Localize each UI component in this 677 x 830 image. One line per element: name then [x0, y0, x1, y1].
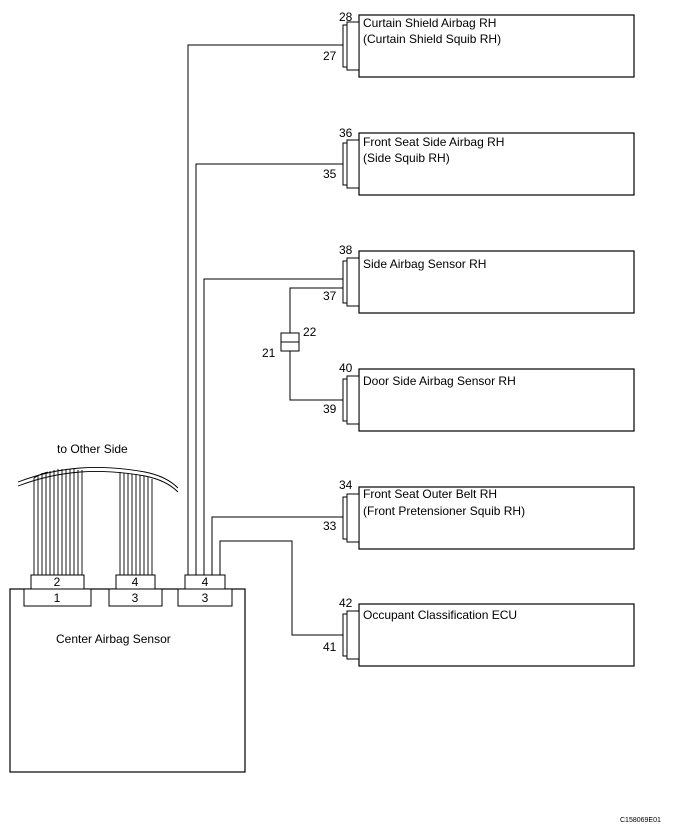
pin-number: 33 [323, 519, 337, 533]
component-label: Occupant Classification ECU [363, 608, 517, 622]
connector-number: 2 [54, 575, 61, 589]
component-label: Door Side Airbag Sensor RH [363, 374, 516, 388]
center-sensor-label: Center Airbag Sensor [56, 632, 171, 646]
connector-number: 3 [132, 591, 139, 605]
pin-number: 28 [339, 10, 353, 24]
component-side-airbag-sensor: Side Airbag Sensor RH 38 37 [323, 243, 635, 314]
diagram-code: C158069E01 [620, 817, 661, 824]
junction-pin-number: 21 [262, 346, 276, 360]
wires [187, 44, 343, 636]
component-sublabel: (Curtain Shield Squib RH) [363, 32, 501, 46]
pin-number: 37 [323, 289, 337, 303]
component-sublabel: (Front Pretensioner Squib RH) [363, 504, 525, 518]
sensor-connector: 2 1 [23, 574, 92, 607]
pin-number: 39 [323, 402, 337, 416]
component-curtain-shield-airbag: Curtain Shield Airbag RH (Curtain Shield… [323, 10, 635, 78]
component-door-side-airbag-sensor: Door Side Airbag Sensor RH 40 39 [323, 361, 635, 432]
harness-bundle [17, 467, 179, 575]
component-label: Front Seat Side Airbag RH [363, 135, 504, 149]
component-occupant-classification-ecu: Occupant Classification ECU 42 41 [323, 596, 635, 667]
junction-pin-number: 22 [303, 325, 317, 339]
component-front-seat-outer-belt: Front Seat Outer Belt RH (Front Pretensi… [323, 478, 635, 550]
connector-number: 4 [132, 575, 139, 589]
pin-number: 38 [339, 243, 353, 257]
sensor-connector: 4 3 [108, 574, 163, 607]
component-label: Curtain Shield Airbag RH [363, 16, 496, 30]
center-airbag-sensor: Center Airbag Sensor 2 1 4 3 4 3 [9, 574, 246, 773]
junction-connector: 22 21 [262, 325, 317, 360]
pin-number: 42 [339, 596, 353, 610]
connector-number: 4 [202, 575, 209, 589]
pin-number: 35 [323, 167, 337, 181]
connector-number: 3 [202, 591, 209, 605]
component-label: Side Airbag Sensor RH [363, 257, 486, 271]
component-label: Front Seat Outer Belt RH [363, 487, 497, 501]
pin-number: 40 [339, 361, 353, 375]
connector-number: 1 [54, 591, 61, 605]
pin-number: 36 [339, 126, 353, 140]
component-sublabel: (Side Squib RH) [363, 151, 450, 165]
pin-number: 27 [323, 49, 337, 63]
component-front-seat-side-airbag: Front Seat Side Airbag RH (Side Squib RH… [323, 126, 635, 196]
pin-number: 41 [323, 640, 337, 654]
other-side-label: to Other Side [57, 442, 128, 456]
sensor-connector: 4 3 [177, 574, 233, 607]
pin-number: 34 [339, 478, 353, 492]
